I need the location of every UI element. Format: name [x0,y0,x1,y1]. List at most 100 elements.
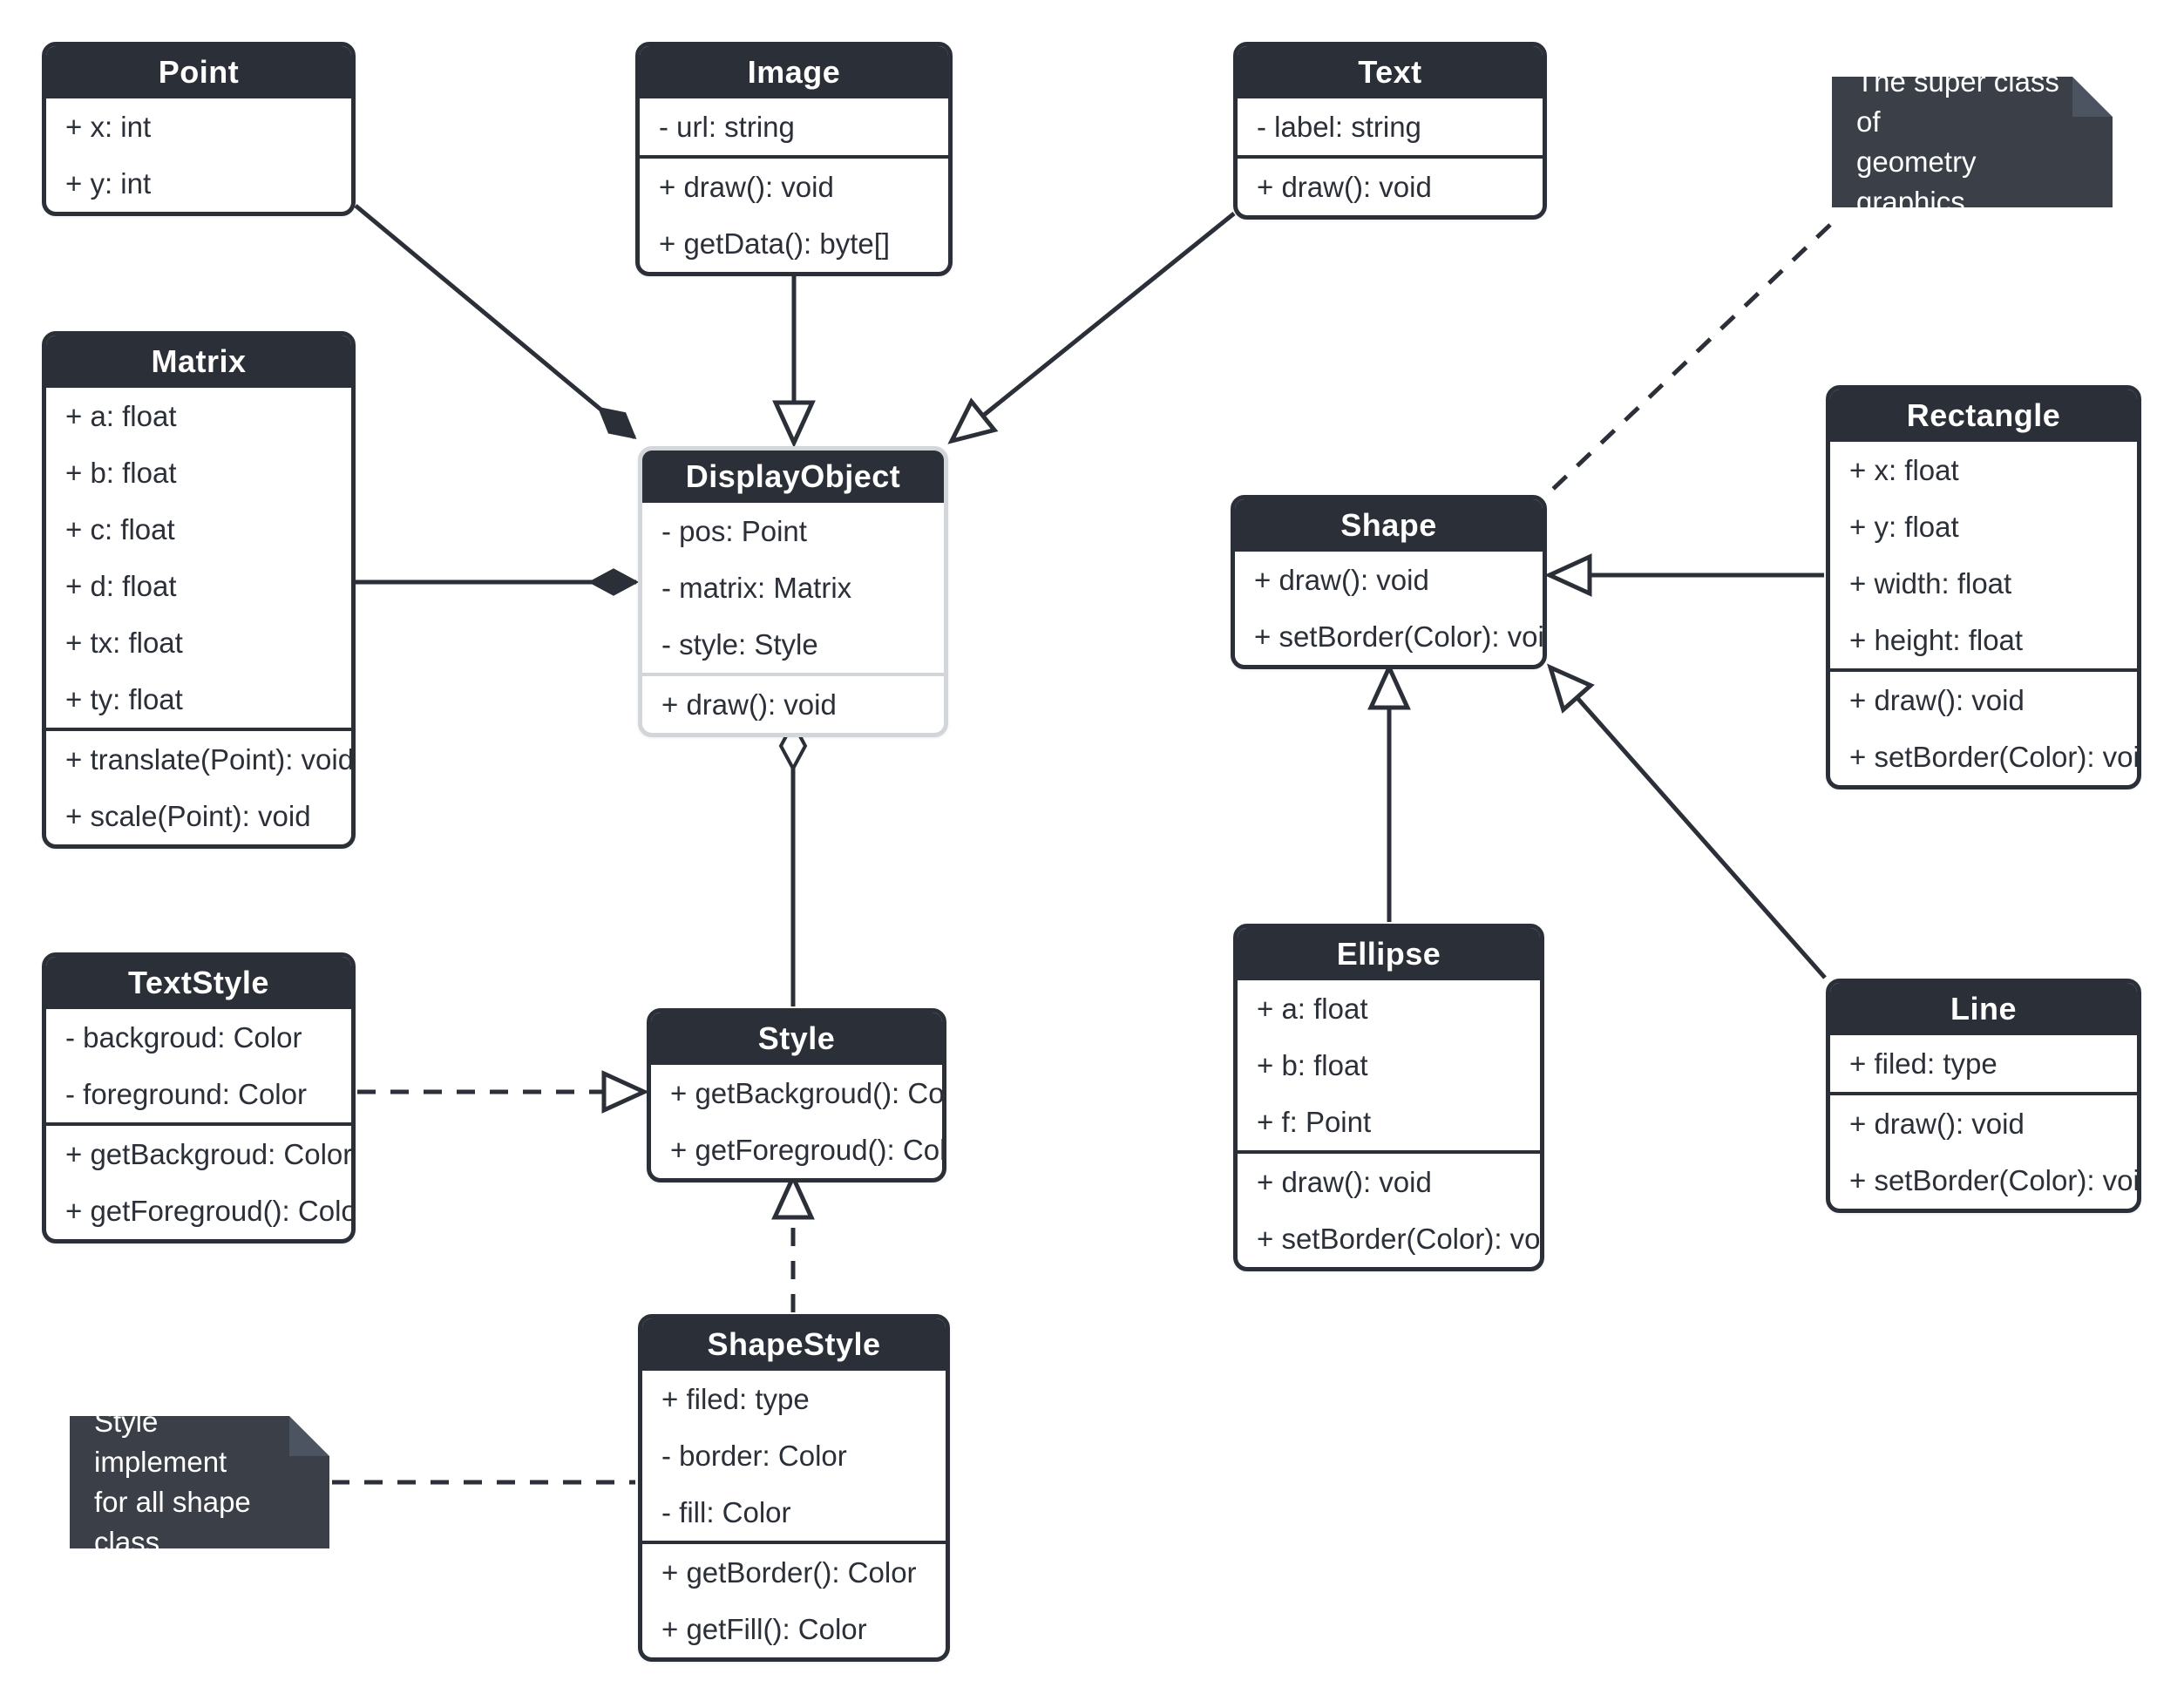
class-attributes-compartment: + a: float + b: float + c: float + d: float… [46,388,351,728]
class-attribute: + c: float [65,513,175,545]
class-attributes-compartment: - pos: Point- matrix: Matrix- style: Sty… [642,503,944,673]
class-attribute: - backgroud: Color [65,1021,302,1054]
note-text: Style implement for all shape class [94,1405,251,1559]
class-method: + draw(): void [661,688,837,721]
class-methods-compartment: + getBackgroud(): Color+ getForegroud():… [651,1065,942,1178]
class-methods-compartment: + draw(): void+ setBorder(Color): void [1238,1150,1540,1267]
class-method: + getFill(): Color [661,1613,867,1645]
class-method: + setBorder(Color): void [1257,1223,1544,1255]
class-attributes-compartment: + x: int + y: int [46,98,351,212]
class-attribute: + height: float [1849,624,2024,656]
class-text[interactable]: Text - label: string + draw(): void [1233,42,1547,220]
class-attribute: + y: int [65,167,152,200]
note-folded-corner-icon [2072,77,2113,117]
class-method: + getData(): byte[] [659,227,891,260]
class-title: Image [640,46,948,98]
class-attributes-compartment: + x: float + y: float + width: float + heig… [1830,442,2137,668]
class-attribute: + y: float [1849,511,1959,543]
class-method: + getBackgroud(): Color [670,1077,946,1109]
connector-note-to-shape[interactable] [1549,223,1832,493]
class-ellipse[interactable]: Ellipse + a: float + b: float + f: Point + d… [1233,924,1544,1271]
class-method: + getBorder(): Color [661,1556,917,1589]
class-methods-compartment: + getBorder(): Color + getFill(): Color [642,1541,946,1657]
class-attribute: - label: string [1257,111,1421,143]
class-title: Rectangle [1830,390,2137,442]
class-attribute: + x: int [65,111,152,143]
class-attribute: - matrix: Matrix [661,572,852,604]
class-attribute: + x: float [1849,454,1959,486]
class-attributes-compartment: - url: string [640,98,948,155]
class-method: + draw(): void [1257,171,1432,203]
class-attribute: + d: float [65,570,177,602]
class-attribute: + filed: type [661,1383,810,1415]
class-method: + getForegroud(): Color [670,1134,946,1166]
class-methods-compartment: + draw(): void+ setBorder(Color): void [1830,668,2137,785]
class-title: Line [1830,983,2137,1035]
class-attribute: + b: float [65,457,177,489]
class-attribute: + f: Point [1257,1106,1372,1138]
class-attribute: + ty: float [65,683,183,715]
class-image[interactable]: Image - url: string + draw(): void + getDat… [635,42,953,276]
class-attribute: - fill: Color [661,1496,791,1528]
class-attribute: - url: string [659,111,795,143]
class-attributes-compartment: + filed: type - border: Color - fill: Colo… [642,1371,946,1541]
class-method: + translate(Point): void [65,743,355,776]
class-attributes-compartment: + a: float + b: float + f: Point [1238,980,1540,1150]
class-methods-compartment: + draw(): void+ setBorder(Color): void [1830,1092,2137,1209]
class-attribute: + b: float [1257,1049,1368,1081]
class-style[interactable]: Style+ getBackgroud(): Color+ getForegro… [647,1008,946,1182]
class-method: + draw(): void [1254,564,1429,596]
class-attribute: - border: Color [661,1440,847,1472]
class-attribute: + a: float [65,400,177,432]
class-method: + getForegroud(): Color [65,1195,356,1227]
class-title: ShapeStyle [642,1318,946,1371]
class-title: DisplayObject [642,451,944,503]
class-point[interactable]: Point + x: int + y: int [42,42,356,216]
class-displayobject[interactable]: DisplayObject- pos: Point- matrix: Matri… [638,446,948,737]
class-method: + draw(): void [659,171,834,203]
note-text: The super class of geometry graphics [1856,64,2059,219]
connector-text-to-displayobject[interactable] [952,212,1236,441]
class-title: Text [1238,46,1543,98]
class-line[interactable]: Line+ filed: type+ draw(): void+ setBord… [1826,979,2141,1213]
connector-point-to-displayobject[interactable] [354,204,634,437]
class-title: Point [46,46,351,98]
note-super-class[interactable]: The super class of geometry graphics [1832,65,2113,218]
class-attributes-compartment: - backgroud: Color - foreground: Color [46,1009,351,1122]
class-attribute: + filed: type [1849,1047,1997,1080]
class-methods-compartment: + draw(): void + getData(): byte[] [640,155,948,272]
class-attribute: - style: Style [661,628,818,661]
class-shapestyle[interactable]: ShapeStyle + filed: type - border: Color - … [638,1314,950,1662]
class-method: + scale(Point): void [65,800,311,832]
class-method: + draw(): void [1849,1108,2025,1140]
class-textstyle[interactable]: TextStyle - backgroud: Color - foreground:… [42,952,356,1243]
class-methods-compartment: + draw(): void [642,673,944,733]
class-attribute: + width: float [1849,567,2012,600]
class-method: + setBorder(Color): void [1849,741,2141,773]
note-style-implement[interactable]: Style implement for all shape class [70,1406,329,1558]
class-title: Ellipse [1238,928,1540,980]
class-rectangle[interactable]: Rectangle + x: float + y: float + width: fl… [1826,385,2141,789]
class-methods-compartment: + translate(Point): void+ scale(Point): … [46,728,351,844]
class-title: Shape [1235,499,1543,552]
class-attribute: + a: float [1257,993,1368,1025]
class-attribute: - foreground: Color [65,1078,307,1110]
class-matrix[interactable]: Matrix + a: float + b: float + c: float + d:… [42,331,356,849]
class-method: + draw(): void [1849,684,2025,716]
class-method: + setBorder(Color): void [1254,620,1547,653]
note-folded-corner-icon [289,1416,329,1456]
class-shape[interactable]: Shape+ draw(): void+ setBorder(Color): v… [1231,495,1547,669]
class-title: Style [651,1013,942,1065]
class-title: TextStyle [46,957,351,1009]
class-attributes-compartment: - label: string [1238,98,1543,155]
class-attribute: + tx: float [65,627,183,659]
class-methods-compartment: + draw(): void+ setBorder(Color): void [1235,552,1543,665]
class-title: Matrix [46,335,351,388]
class-method: + getBackgroud: Color [65,1138,353,1170]
class-method: + setBorder(Color): void [1849,1164,2141,1196]
class-methods-compartment: + draw(): void [1238,155,1543,215]
connector-line-to-shape[interactable] [1550,667,1827,979]
class-methods-compartment: + getBackgroud: Color+ getForegroud(): C… [46,1122,351,1239]
